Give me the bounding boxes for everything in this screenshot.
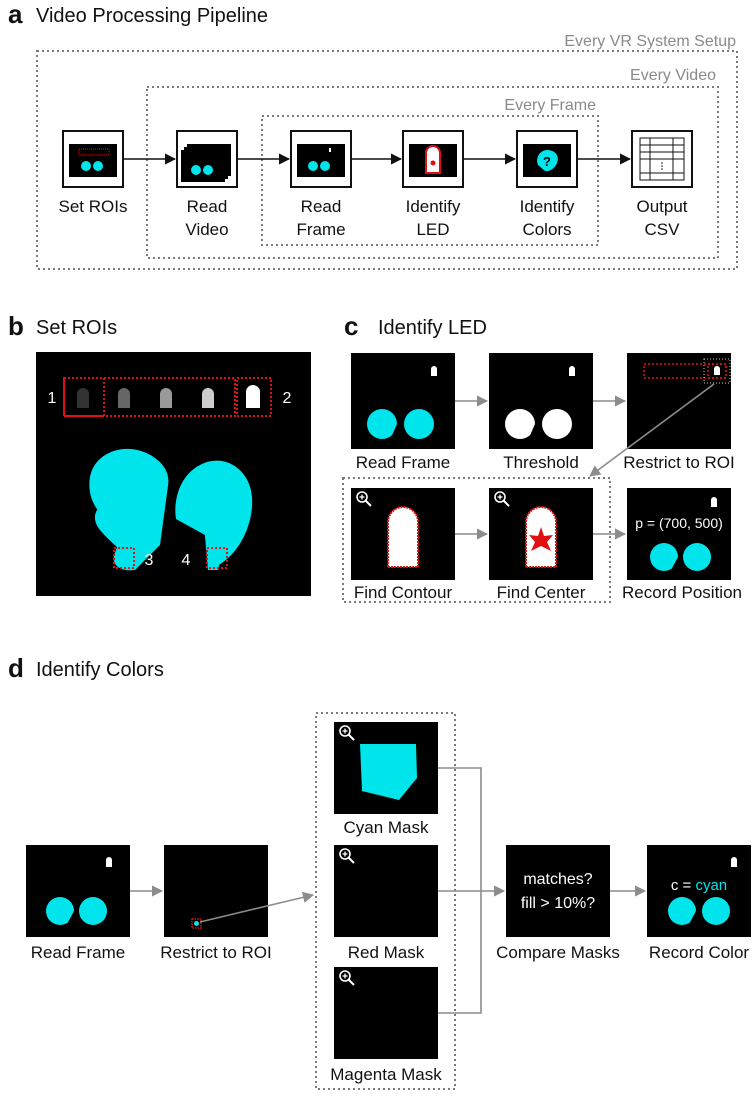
- roi-box-1: [63, 377, 105, 417]
- led-level-5: [246, 385, 260, 408]
- step-read-frame: Read Frame: [290, 130, 352, 239]
- panel-d-letter: d: [8, 653, 24, 683]
- step-output-csv-label-1: Output: [636, 197, 687, 216]
- group-system-label: Every VR System Setup: [564, 33, 736, 50]
- step-set-rois-label: Set ROIs: [59, 197, 128, 216]
- d-restrict-roi-label: Restrict to ROI: [160, 943, 271, 962]
- question-icon: ?: [543, 154, 551, 169]
- panel-b-title: Set ROIs: [36, 317, 117, 339]
- roi-label-3: 3: [145, 552, 154, 569]
- d-read-frame-label: Read Frame: [31, 943, 125, 962]
- roi-box-4: [206, 547, 228, 569]
- d-masks-group-box: [315, 712, 456, 1090]
- group-video-box: [146, 86, 719, 259]
- pacman-right-tail: [205, 535, 222, 570]
- c-find-contour: Find Contour: [351, 488, 455, 602]
- c-find-center: Find Center: [489, 488, 593, 602]
- center-star-icon: [529, 527, 553, 551]
- step-identify-colors-label-1: Identify: [520, 197, 575, 216]
- c-record-position: p = (700, 500) Record Position: [622, 488, 742, 602]
- c-read-frame-label: Read Frame: [356, 453, 450, 472]
- step-identify-colors-label-2: Colors: [522, 220, 571, 239]
- step-read-video-label-2: Video: [185, 220, 228, 239]
- c-threshold: Threshold: [489, 353, 593, 472]
- d-record-color: c = cyan Record Color: [647, 845, 751, 962]
- panel-a-title: Video Processing Pipeline: [36, 5, 268, 27]
- step-identify-colors: ? Identify Colors: [516, 130, 578, 239]
- group-frame-box: [261, 115, 599, 246]
- panel-d-arrows: [130, 767, 647, 1014]
- group-system-box: [36, 50, 738, 270]
- led-level-4: [202, 388, 214, 408]
- compare-line-2: fill > 10%?: [521, 895, 595, 912]
- step-output-csv-label-2: CSV: [645, 220, 681, 239]
- roi-label-4: 4: [182, 552, 191, 569]
- led-level-1: [77, 388, 89, 408]
- led-level-3: [160, 388, 172, 408]
- c-find-center-label: Find Center: [497, 583, 586, 602]
- panel-c-letter: c: [344, 311, 358, 341]
- panel-a-letter: a: [8, 0, 23, 29]
- roi-box-gradient: [63, 377, 236, 417]
- c-restrict-roi-label: Restrict to ROI: [623, 453, 734, 472]
- c-zoom-group-box: [342, 477, 611, 603]
- position-readout: p = (700, 500): [635, 515, 723, 531]
- d-compare-masks: matches? fill > 10%? Compare Masks: [496, 845, 620, 962]
- panel-b: b Set ROIs 1 2 3 4: [8, 311, 311, 596]
- step-identify-led: Identify LED: [402, 130, 464, 239]
- magenta-mask-label: Magenta Mask: [330, 1065, 442, 1084]
- arrow: [199, 891, 315, 923]
- c-find-contour-label: Find Contour: [354, 583, 453, 602]
- roi-box-2: [236, 377, 272, 417]
- panel-c: c Identify LED Read Frame Threshold Rest…: [342, 311, 742, 603]
- step-read-frame-label-2: Frame: [296, 220, 345, 239]
- c-threshold-label: Threshold: [503, 453, 579, 472]
- c-record-position-label: Record Position: [622, 583, 742, 602]
- pacman-right: [175, 460, 253, 570]
- record-color-label: Record Color: [649, 943, 749, 962]
- c-restrict-roi: Restrict to ROI: [623, 353, 735, 472]
- panel-d: d Identify Colors Read Frame Restrict to…: [8, 653, 751, 1090]
- panel-c-arrows: [455, 383, 715, 540]
- panel-b-letter: b: [8, 311, 24, 341]
- group-video-label: Every Video: [630, 67, 716, 84]
- c-read-frame: Read Frame: [351, 353, 455, 472]
- set-rois-frame: [36, 352, 311, 596]
- roi-label-1: 1: [48, 390, 57, 407]
- arrow: [589, 383, 715, 477]
- compare-line-1: matches?: [523, 871, 592, 888]
- step-identify-led-label-1: Identify: [406, 197, 461, 216]
- roi-box-3: [113, 547, 135, 569]
- roi-label-2: 2: [283, 390, 292, 407]
- step-read-video: Read Video: [176, 130, 238, 239]
- step-output-csv: Output CSV: [631, 130, 693, 239]
- d-magenta-mask: Magenta Mask: [330, 967, 442, 1084]
- step-set-rois: Set ROIs: [59, 130, 128, 216]
- pacman-left-body: [94, 486, 168, 570]
- panel-d-title: Identify Colors: [36, 659, 164, 681]
- d-cyan-mask: Cyan Mask: [334, 722, 438, 837]
- d-restrict-roi: Restrict to ROI: [160, 845, 272, 962]
- d-red-mask: Red Mask: [334, 845, 438, 962]
- led-level-2: [118, 388, 130, 408]
- group-frame-label: Every Frame: [504, 97, 596, 114]
- red-mask-label: Red Mask: [348, 943, 425, 962]
- compare-masks-label: Compare Masks: [496, 943, 620, 962]
- panel-c-title: Identify LED: [378, 317, 487, 339]
- cyan-mask-label: Cyan Mask: [343, 818, 429, 837]
- step-identify-led-label-2: LED: [416, 220, 449, 239]
- step-read-video-label-1: Read: [187, 197, 228, 216]
- color-readout: c = cyan: [671, 877, 727, 894]
- d-read-frame: Read Frame: [26, 845, 130, 962]
- step-read-frame-label-1: Read: [301, 197, 342, 216]
- panel-a: a Video Processing Pipeline Every VR Sys…: [8, 0, 738, 270]
